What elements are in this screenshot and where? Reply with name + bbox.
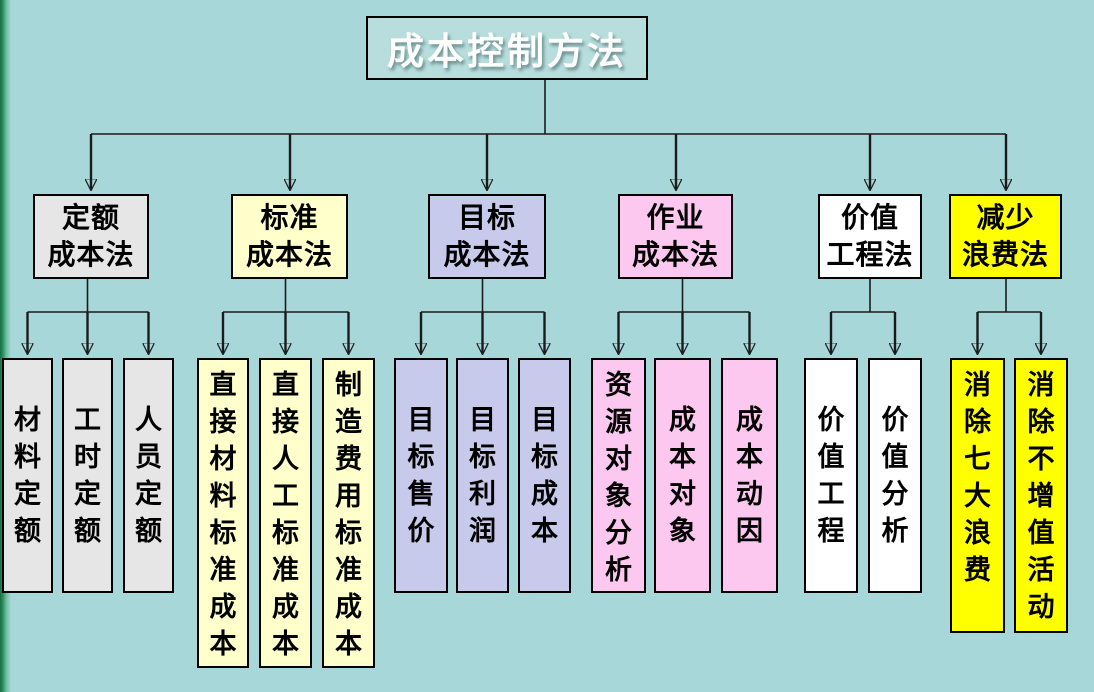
sub-node: 直接材料标准成本 xyxy=(197,358,249,668)
method-node-activity-costing: 作业 成本法 xyxy=(618,194,733,279)
sub-node: 目标利润 xyxy=(456,358,509,593)
sub-node-label: 价值分析 xyxy=(881,404,909,546)
sub-node: 制造费用标准成本 xyxy=(322,358,375,668)
sub-node: 材料定额 xyxy=(2,358,53,593)
sub-node-label: 直接人工标准成本 xyxy=(272,370,299,659)
sub-node-label: 材料定额 xyxy=(14,404,41,546)
root-node: 成本控制方法 xyxy=(366,16,648,80)
sub-node: 人员定额 xyxy=(123,358,174,593)
sub-node: 成本动因 xyxy=(721,358,778,593)
sub-node-label: 目标售价 xyxy=(407,404,435,546)
sub-node-label: 工时定额 xyxy=(74,404,101,546)
sub-node: 成本对象 xyxy=(654,358,711,593)
sub-node: 目标售价 xyxy=(394,358,448,593)
sub-node-label: 目标成本 xyxy=(531,404,558,546)
sub-node: 目标成本 xyxy=(518,358,571,593)
sub-node-label: 价值工程 xyxy=(817,404,845,546)
sub-node: 价值分析 xyxy=(868,358,922,593)
sub-node: 直接人工标准成本 xyxy=(259,358,312,668)
sub-node-label: 消除七大浪费 xyxy=(964,370,991,585)
sub-node-label: 制造费用标准成本 xyxy=(335,370,362,659)
sub-node: 资源对象分析 xyxy=(591,358,646,593)
sub-node: 价值工程 xyxy=(804,358,858,593)
sub-node: 工时定额 xyxy=(62,358,113,593)
sub-node-label: 直接材料标准成本 xyxy=(209,370,237,659)
method-node-waste-reduction: 减少 浪费法 xyxy=(949,194,1062,279)
sub-node: 消除不增值活动 xyxy=(1014,358,1068,633)
sub-node: 消除七大浪费 xyxy=(950,358,1005,633)
method-node-target-costing: 目标 成本法 xyxy=(428,194,546,279)
method-node-value-engineering: 价值 工程法 xyxy=(818,194,922,279)
method-node-quota-costing: 定额 成本法 xyxy=(33,194,149,279)
sub-node-label: 成本对象 xyxy=(669,404,696,546)
sub-node-label: 人员定额 xyxy=(135,404,162,546)
sub-node-label: 消除不增值活动 xyxy=(1027,370,1055,622)
sub-node-label: 资源对象分析 xyxy=(605,370,632,585)
sub-node-label: 目标利润 xyxy=(469,404,496,546)
sub-node-label: 成本动因 xyxy=(736,404,763,546)
method-node-standard-costing: 标准 成本法 xyxy=(231,194,348,279)
